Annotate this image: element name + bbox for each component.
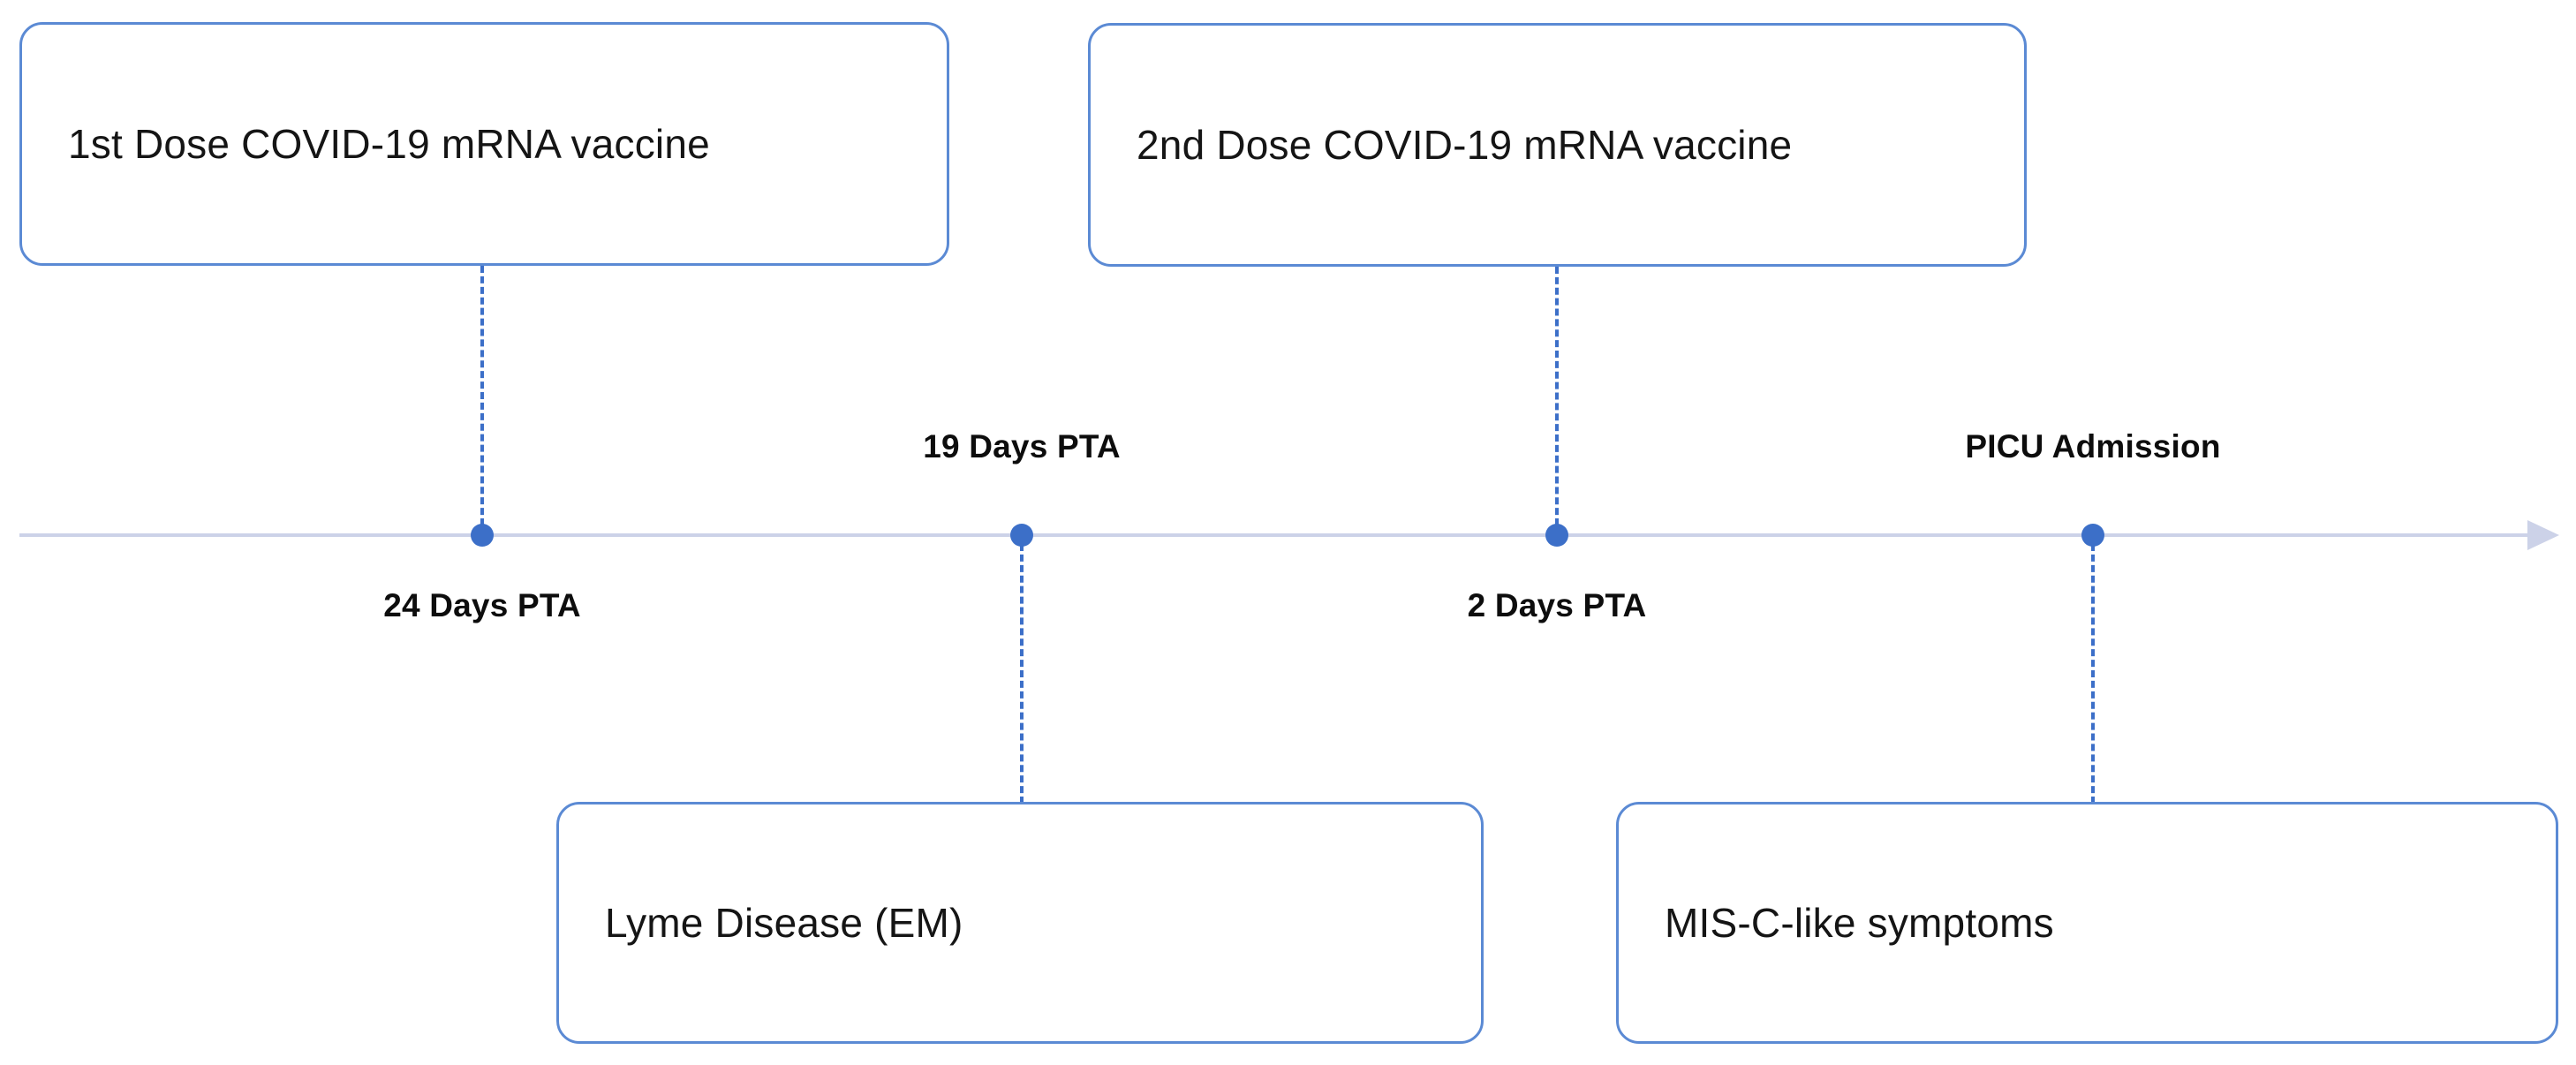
event-box-second-dose[interactable]: 2nd Dose COVID-19 mRNA vaccine xyxy=(1088,23,2027,267)
event-box-label: 2nd Dose COVID-19 mRNA vaccine xyxy=(1137,122,1793,168)
milestone-dot-picu-admission[interactable] xyxy=(2081,524,2104,547)
milestone-label-24-days-pta: 24 Days PTA xyxy=(383,587,581,623)
event-box-misc-symptoms[interactable]: MIS-C-like symptoms xyxy=(1616,802,2558,1044)
milestone-label-picu-admission: PICU Admission xyxy=(1965,428,2221,465)
right-arrow-icon xyxy=(2527,520,2559,550)
connector-first-dose xyxy=(480,266,484,525)
connector-lyme-disease xyxy=(1020,544,1024,804)
event-box-label: 1st Dose COVID-19 mRNA vaccine xyxy=(68,121,710,167)
milestone-label-2-days-pta: 2 Days PTA xyxy=(1467,587,1647,623)
timeline-axis-line xyxy=(19,533,2532,537)
event-box-label: Lyme Disease (EM) xyxy=(605,900,963,946)
connector-second-dose xyxy=(1555,267,1559,525)
milestone-dot-24-days-pta[interactable] xyxy=(471,524,494,547)
milestone-dot-2-days-pta[interactable] xyxy=(1545,524,1568,547)
milestone-label-19-days-pta: 19 Days PTA xyxy=(923,428,1121,465)
connector-misc-symptoms xyxy=(2091,544,2095,804)
milestone-dot-19-days-pta[interactable] xyxy=(1010,524,1033,547)
event-box-lyme-disease[interactable]: Lyme Disease (EM) xyxy=(556,802,1484,1044)
event-box-first-dose[interactable]: 1st Dose COVID-19 mRNA vaccine xyxy=(19,22,949,266)
event-box-label: MIS-C-like symptoms xyxy=(1665,900,2054,946)
